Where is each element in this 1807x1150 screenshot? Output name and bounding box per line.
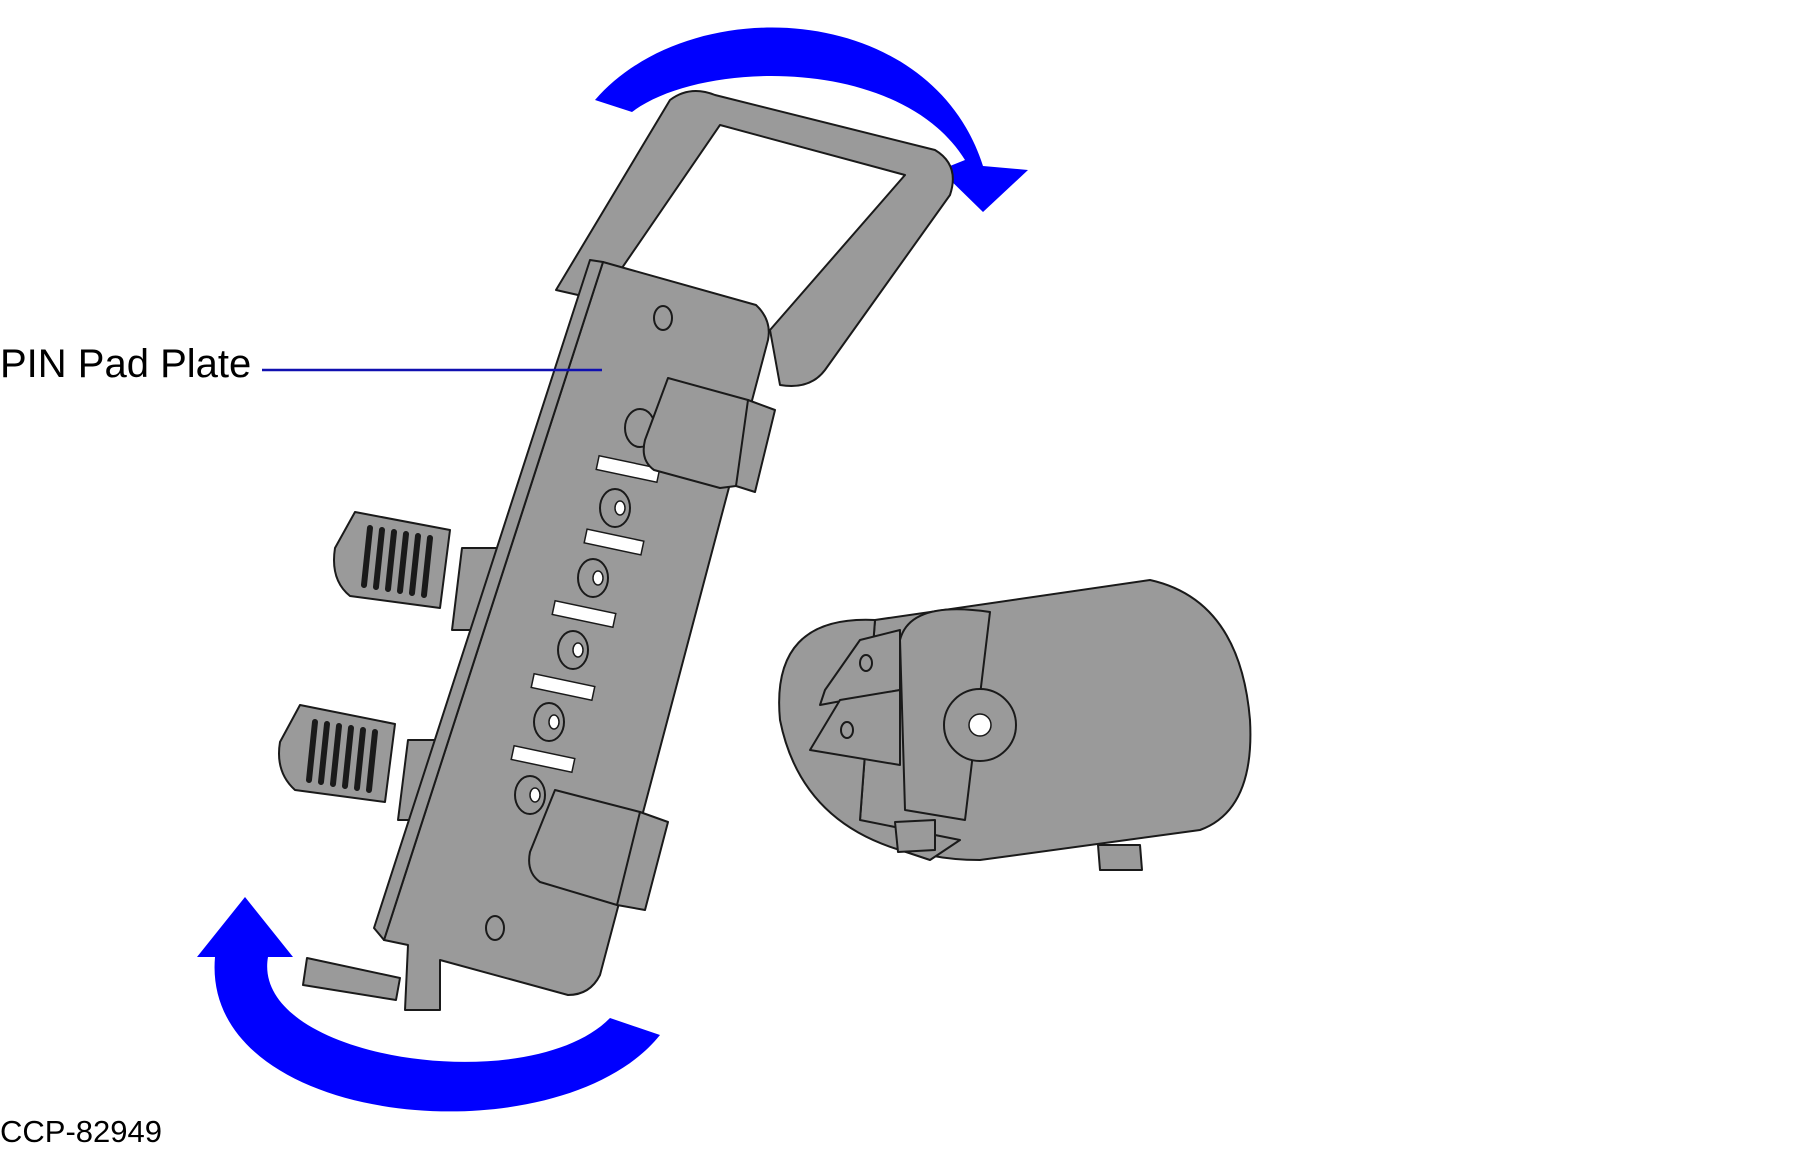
pin-pad-plate-label: PIN Pad Plate bbox=[0, 342, 252, 386]
pin-pad-plate bbox=[278, 259, 776, 1011]
pin-pad-handle bbox=[555, 90, 954, 387]
upper-grip bbox=[333, 511, 451, 609]
lower-grip bbox=[278, 704, 396, 803]
rotate-clockwise-arrow-icon bbox=[595, 27, 1028, 212]
mount-base bbox=[778, 579, 1252, 871]
rotate-counterclockwise-arrow-icon bbox=[197, 897, 660, 1112]
figure-id: CCP-82949 bbox=[0, 1114, 162, 1149]
